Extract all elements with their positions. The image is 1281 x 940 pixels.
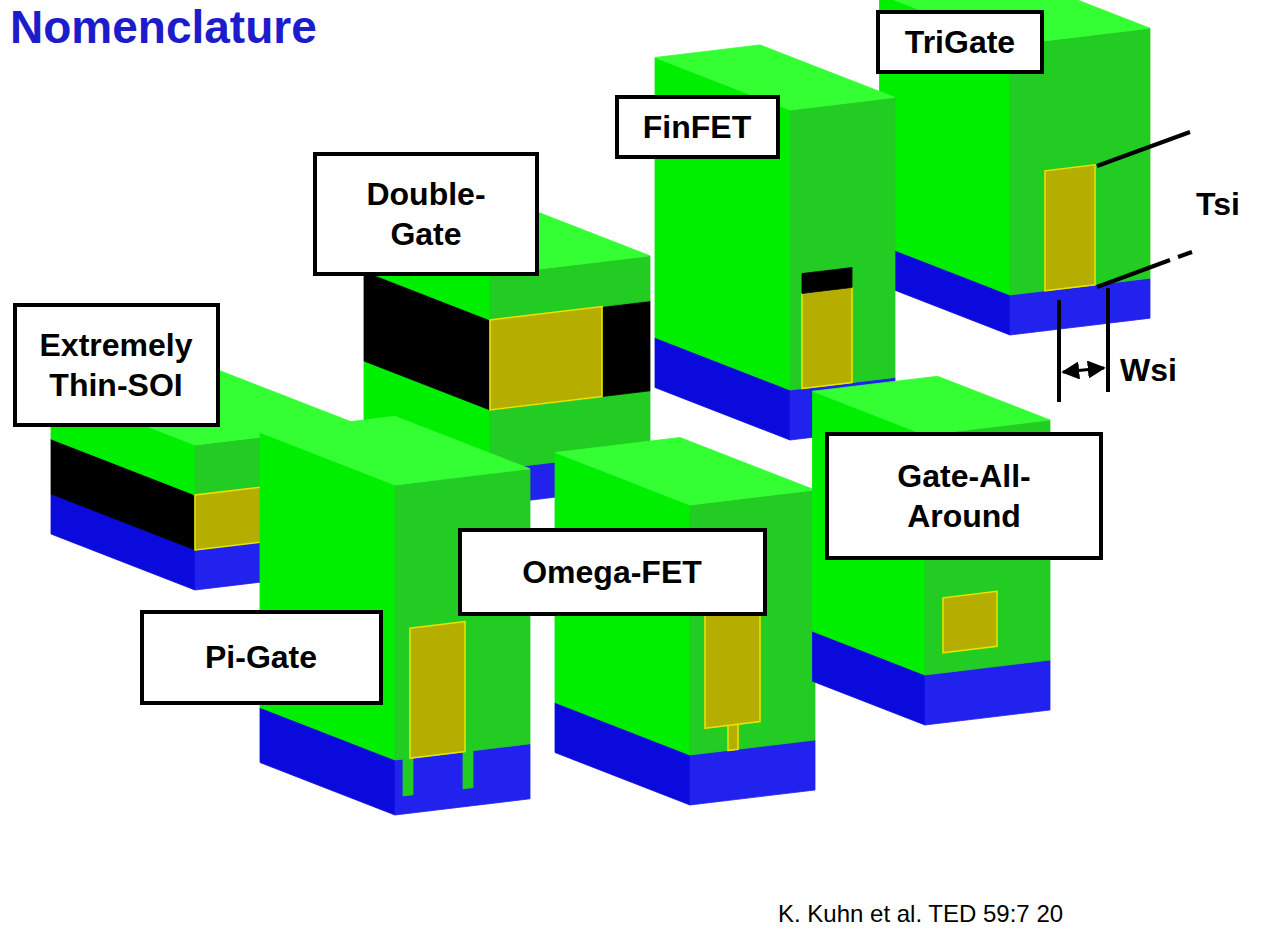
front-face [490, 301, 650, 410]
device-name: Gate-All- Around [841, 456, 1087, 536]
side-face [260, 433, 395, 761]
device-name: TriGate [905, 22, 1015, 62]
label-box: Pi-Gate [140, 610, 383, 705]
top-face [555, 438, 815, 506]
channel-outline [490, 307, 602, 410]
label-box: TriGate [876, 10, 1044, 74]
label-box: Omega-FET [458, 528, 767, 616]
label-box: Gate-All- Around [825, 432, 1103, 560]
top-face [813, 376, 1051, 435]
channel-outline [705, 597, 760, 729]
device-name: Pi-Gate [205, 637, 317, 677]
channel-outline [943, 591, 997, 652]
channel [1045, 165, 1095, 291]
channel [410, 622, 465, 759]
device-name: FinFET [643, 107, 751, 147]
channel [490, 307, 602, 410]
gate-region [802, 268, 852, 294]
dimension-lines [1059, 132, 1192, 402]
device-name: Double- Gate [329, 174, 523, 254]
device-name: Omega-FET [522, 552, 702, 592]
dimension-label: Wsi [1120, 352, 1177, 389]
gate-region [463, 751, 473, 789]
front-face [790, 97, 895, 390]
channel-outline [410, 622, 465, 759]
label-box: FinFET [615, 95, 780, 159]
label-box: Double- Gate [313, 152, 539, 276]
channel-outline [802, 288, 852, 389]
channel [802, 288, 852, 389]
top-face [260, 416, 530, 485]
label-box: Extremely Thin-SOI [13, 303, 220, 427]
dimension-label: Tsi [1196, 186, 1240, 223]
channel [705, 597, 760, 729]
channel-outline [1045, 165, 1095, 291]
title: Nomenclature [10, 0, 317, 54]
device-name: Extremely Thin-SOI [29, 325, 204, 405]
citation: K. Kuhn et al. TED 59:7 20 [778, 900, 1063, 928]
gate-region [403, 758, 413, 796]
channel [943, 591, 997, 652]
